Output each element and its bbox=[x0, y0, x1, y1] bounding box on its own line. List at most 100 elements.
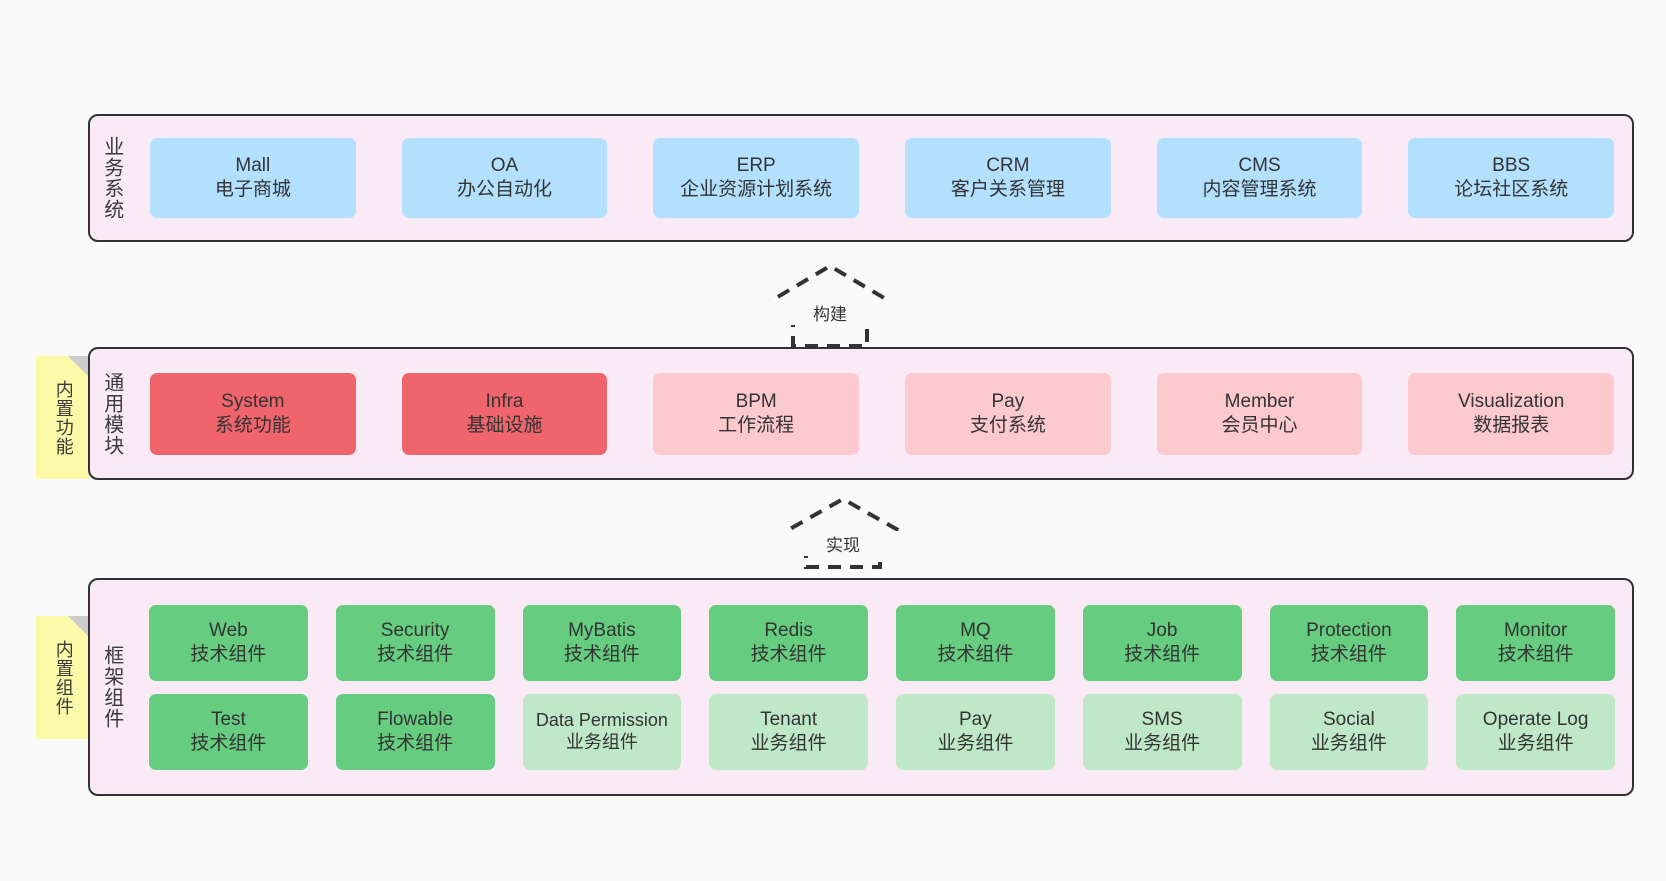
card-visualization[interactable]: Visualization 数据报表 bbox=[1408, 372, 1615, 455]
card-title-cn: 内容管理系统 bbox=[1202, 179, 1317, 200]
card-title-cn: 技术组件 bbox=[1124, 643, 1201, 665]
card-title-cn: 业务组件 bbox=[937, 732, 1014, 754]
card-protection[interactable]: Protection 技术组件 bbox=[1269, 604, 1429, 681]
card-title-en: Tenant bbox=[760, 708, 818, 730]
card-title-en: Security bbox=[380, 619, 450, 641]
card-pay[interactable]: Pay 支付系统 bbox=[905, 372, 1111, 455]
card-bpm[interactable]: BPM 工作流程 bbox=[653, 372, 860, 455]
card-title-cn: 技术组件 bbox=[190, 643, 267, 665]
card-security[interactable]: Security 技术组件 bbox=[335, 604, 495, 681]
arrow-implement: 实现 bbox=[768, 495, 918, 571]
card-title-cn: 业务组件 bbox=[1497, 732, 1574, 754]
card-title-en: Web bbox=[209, 619, 248, 641]
card-job[interactable]: Job 技术组件 bbox=[1082, 604, 1242, 681]
card-pay-business[interactable]: Pay 业务组件 bbox=[896, 693, 1055, 770]
sticky-note-builtin-features: 内置功能 bbox=[36, 356, 90, 479]
card-title-cn: 企业资源计划系统 bbox=[680, 179, 833, 200]
card-test[interactable]: Test 技术组件 bbox=[149, 693, 308, 770]
card-operate-log[interactable]: Operate Log 业务组件 bbox=[1456, 693, 1615, 770]
card-bbs[interactable]: BBS 论坛社区系统 bbox=[1408, 138, 1615, 218]
card-title-en: Pay bbox=[959, 708, 992, 730]
card-title-cn: 技术组件 bbox=[377, 643, 454, 665]
card-title-cn: 论坛社区系统 bbox=[1454, 179, 1569, 200]
sticky-note-label: 内置功能 bbox=[53, 379, 74, 456]
card-title-en: ERP bbox=[736, 155, 776, 177]
card-title-en: OA bbox=[490, 155, 519, 177]
sticky-note-builtin-components: 内置组件 bbox=[36, 616, 90, 739]
card-title-en: Member bbox=[1224, 390, 1295, 412]
card-title-cn: 客户关系管理 bbox=[950, 179, 1065, 200]
card-system[interactable]: System 系统功能 bbox=[150, 372, 356, 455]
business-card-list: Mall 电子商城 OA 办公自动化 ERP 企业资源计划系统 CRM 客户关系… bbox=[132, 116, 1632, 240]
card-title-cn: 工作流程 bbox=[718, 414, 795, 436]
card-title-en: Monitor bbox=[1503, 619, 1568, 641]
card-title-cn: 技术组件 bbox=[750, 643, 827, 665]
card-infra[interactable]: Infra 基础设施 bbox=[401, 372, 608, 455]
layer-common-module: 通用模块 System 系统功能 Infra 基础设施 BPM 工作流程 Pay… bbox=[88, 347, 1634, 480]
card-member[interactable]: Member 会员中心 bbox=[1156, 372, 1363, 455]
card-title-en: Pay bbox=[991, 390, 1025, 412]
card-erp[interactable]: ERP 企业资源计划系统 bbox=[653, 138, 860, 218]
card-title-cn: 技术组件 bbox=[190, 732, 267, 754]
card-title-cn: 系统功能 bbox=[214, 414, 291, 436]
card-social[interactable]: Social 业务组件 bbox=[1269, 693, 1429, 770]
card-title-en: BPM bbox=[735, 390, 777, 412]
card-title-en: Flowable bbox=[377, 708, 454, 730]
card-title-en: Protection bbox=[1306, 619, 1392, 641]
card-title-en: MQ bbox=[960, 619, 991, 641]
card-title-en: Visualization bbox=[1458, 390, 1565, 412]
sticky-note-label: 内置组件 bbox=[53, 639, 74, 716]
card-oa[interactable]: OA 办公自动化 bbox=[401, 138, 608, 218]
card-title-cn: 数据报表 bbox=[1473, 414, 1550, 436]
card-title-cn: 技术组件 bbox=[1310, 643, 1387, 665]
card-title-en: SMS bbox=[1141, 708, 1183, 730]
card-redis[interactable]: Redis 技术组件 bbox=[709, 604, 868, 681]
arrow-build-label: 构建 bbox=[755, 300, 905, 325]
card-title-en: Job bbox=[1146, 619, 1178, 641]
card-crm[interactable]: CRM 客户关系管理 bbox=[905, 138, 1111, 218]
layer-label-common: 通用模块 bbox=[100, 371, 123, 456]
layer-label-business: 业务系统 bbox=[100, 136, 123, 220]
card-title-en: Infra bbox=[485, 390, 524, 412]
framework-card-grid: Web 技术组件 Security 技术组件 MyBatis 技术组件 Redi… bbox=[132, 580, 1632, 794]
layer-framework-component: 框架组件 Web 技术组件 Security 技术组件 MyBatis 技术组件… bbox=[88, 578, 1634, 796]
card-title-en: Mall bbox=[235, 155, 271, 177]
framework-row-business: Test 技术组件 Flowable 技术组件 Data Permission … bbox=[149, 693, 1615, 770]
card-flowable[interactable]: Flowable 技术组件 bbox=[335, 693, 495, 770]
arrow-implement-label: 实现 bbox=[768, 531, 918, 556]
layer-business-system: 业务系统 Mall 电子商城 OA 办公自动化 ERP 企业资源计划系统 CRM… bbox=[88, 114, 1634, 242]
card-title-cn: 支付系统 bbox=[969, 414, 1046, 436]
card-web[interactable]: Web 技术组件 bbox=[149, 604, 308, 681]
card-title-en: CMS bbox=[1238, 155, 1281, 177]
card-title-cn: 技术组件 bbox=[937, 643, 1014, 665]
card-title-cn: 业务组件 bbox=[1310, 732, 1387, 754]
card-tenant[interactable]: Tenant 业务组件 bbox=[709, 693, 868, 770]
card-title-cn: 技术组件 bbox=[1497, 643, 1574, 665]
card-title-en: BBS bbox=[1492, 155, 1531, 177]
card-mybatis[interactable]: MyBatis 技术组件 bbox=[522, 604, 682, 681]
card-title-cn: 基础设施 bbox=[466, 414, 543, 436]
card-title-cn: 业务组件 bbox=[750, 732, 827, 754]
card-title-en: Data Permission bbox=[535, 709, 668, 730]
card-monitor[interactable]: Monitor 技术组件 bbox=[1456, 604, 1615, 681]
common-card-list: System 系统功能 Infra 基础设施 BPM 工作流程 Pay 支付系统… bbox=[132, 349, 1632, 478]
card-title-cn: 业务组件 bbox=[1124, 732, 1201, 754]
card-sms[interactable]: SMS 业务组件 bbox=[1082, 693, 1242, 770]
card-mq[interactable]: MQ 技术组件 bbox=[896, 604, 1055, 681]
card-cms[interactable]: CMS 内容管理系统 bbox=[1156, 138, 1363, 218]
layer-label-framework: 框架组件 bbox=[100, 645, 123, 729]
card-title-en: CRM bbox=[986, 155, 1030, 177]
card-title-cn: 技术组件 bbox=[377, 732, 454, 754]
card-data-permission[interactable]: Data Permission 业务组件 bbox=[522, 693, 682, 770]
card-mall[interactable]: Mall 电子商城 bbox=[150, 138, 356, 218]
card-title-cn: 业务组件 bbox=[565, 731, 638, 752]
card-title-en: Redis bbox=[764, 619, 813, 641]
card-title-en: Test bbox=[210, 708, 246, 730]
card-title-cn: 技术组件 bbox=[563, 643, 640, 665]
sticky-fold-icon bbox=[68, 356, 90, 378]
card-title-cn: 电子商城 bbox=[214, 179, 291, 200]
arrow-build: 构建 bbox=[755, 262, 905, 350]
framework-row-technical: Web 技术组件 Security 技术组件 MyBatis 技术组件 Redi… bbox=[149, 604, 1615, 681]
card-title-en: Operate Log bbox=[1482, 708, 1589, 730]
